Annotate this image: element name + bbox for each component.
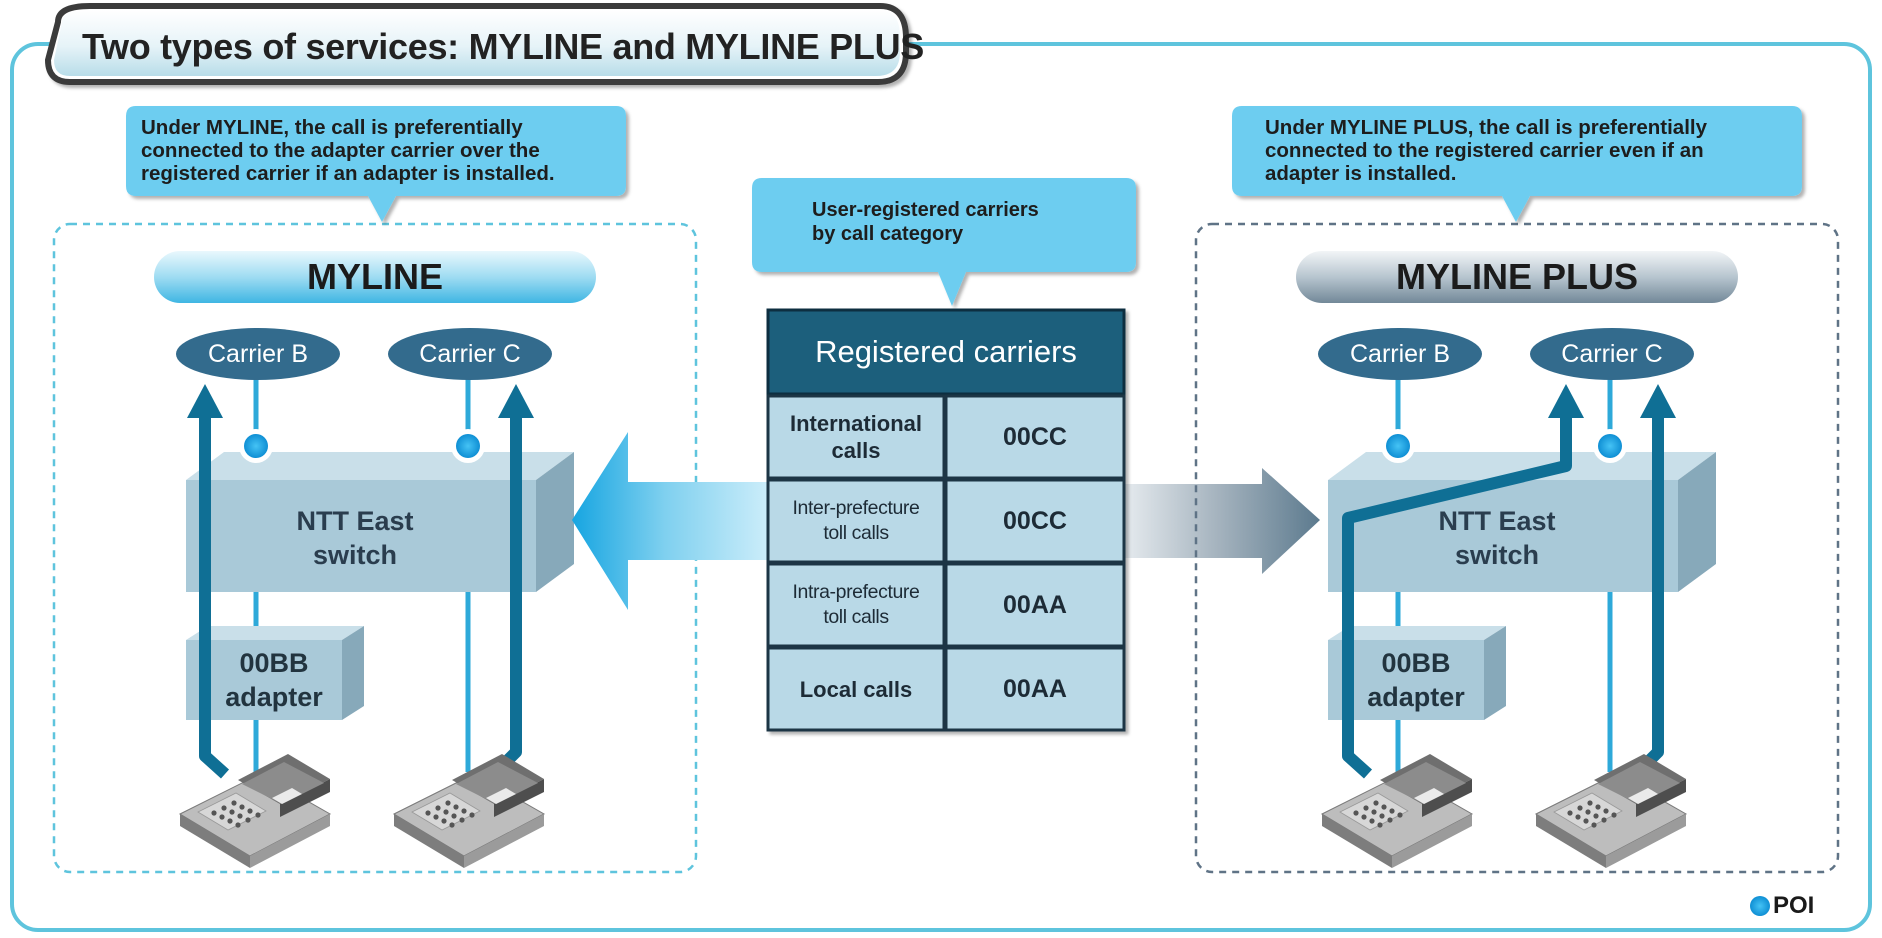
- left-switch-box: [186, 452, 574, 592]
- right-poi-c: [1598, 434, 1622, 458]
- title-tab-fill: [54, 10, 900, 76]
- myline-plus-panel: [1194, 222, 1840, 874]
- center-callout-line: by call category: [812, 223, 964, 245]
- table-title: Registered carriers: [815, 334, 1077, 369]
- table-cell-category: Intra-prefecture toll calls: [770, 566, 942, 644]
- adapter-label-line: adapter: [225, 682, 323, 712]
- myline-callout: [126, 106, 626, 222]
- table-cell-carrier: 00CC: [1003, 422, 1067, 451]
- myline-callout-line: Under MYLINE, the call is preferentially: [141, 116, 523, 139]
- myline-plus-pill: [1296, 251, 1738, 303]
- right-carrier-c-oval: [1530, 328, 1694, 380]
- right-carrier-b-label: Carrier B: [1349, 340, 1450, 368]
- myline-callout-text: Under MYLINE, the call is preferentially…: [141, 116, 621, 185]
- myline-plus-pill-label: MYLINE PLUS: [1395, 256, 1638, 297]
- category-line: toll calls: [823, 522, 889, 544]
- table-cell-carrier: 00CC: [1003, 506, 1067, 535]
- registered-carriers-table: [766, 308, 1126, 732]
- right-switch-label: NTT East switch: [1372, 504, 1622, 572]
- poi-legend-label: POI: [1773, 892, 1815, 919]
- myline-pill: [154, 251, 596, 303]
- switch-label-line: NTT East: [296, 506, 414, 536]
- left-poi-c: [456, 434, 480, 458]
- right-carrier-b-oval: [1318, 328, 1482, 380]
- category-line: calls: [831, 438, 881, 463]
- left-poi-b: [244, 434, 268, 458]
- right-poi-b: [1386, 434, 1410, 458]
- right-adapter-label: 00BB adapter: [1354, 646, 1478, 714]
- adapter-label-line: adapter: [1367, 682, 1465, 712]
- right-carrier-c-label: Carrier C: [1561, 340, 1663, 368]
- table-cell-category: Inter-prefecture toll calls: [770, 482, 942, 560]
- left-adapter-label: 00BB adapter: [212, 646, 336, 714]
- switch-label-line: switch: [312, 540, 398, 570]
- category-line: Local calls: [799, 676, 913, 702]
- table-cell-carrier: 00AA: [1003, 590, 1067, 619]
- adapter-label-line: 00BB: [239, 648, 309, 678]
- left-carrier-c-label: Carrier C: [419, 340, 521, 368]
- myline-callout-line: registered carrier if an adapter is inst…: [141, 162, 555, 185]
- switch-label-line: NTT East: [1438, 506, 1556, 536]
- center-callout-text: User-registered carriers by call categor…: [812, 198, 1132, 246]
- myline-plus-callout-line: connected to the registered carrier even…: [1265, 139, 1704, 162]
- myline-callout-line: connected to the adapter carrier over th…: [141, 139, 540, 162]
- adapter-label-line: 00BB: [1381, 648, 1451, 678]
- center-callout-line: User-registered carriers: [812, 199, 1039, 221]
- category-line: Inter-prefecture: [792, 497, 920, 519]
- poi-legend-dot: [1750, 896, 1770, 916]
- left-carrier-c-oval: [388, 328, 552, 380]
- arrow-to-myline-plus: [1112, 468, 1320, 574]
- myline-plus-callout-line: adapter is installed.: [1265, 162, 1457, 185]
- table-cell-category: Local calls: [770, 650, 942, 728]
- left-switch-label: NTT East switch: [230, 504, 480, 572]
- switch-label-line: switch: [1454, 540, 1540, 570]
- myline-plus-callout-line: Under MYLINE PLUS, the call is preferent…: [1265, 116, 1708, 139]
- left-carrier-b-oval: [176, 328, 340, 380]
- page-title: Two types of services: MYLINE and MYLINE…: [82, 26, 924, 67]
- left-adapter-box: [186, 626, 364, 720]
- category-line: International: [789, 411, 922, 436]
- table-cell-carrier: 00AA: [1003, 674, 1067, 703]
- myline-plus-callout: [1232, 106, 1802, 222]
- center-callout: [752, 178, 1136, 306]
- category-line: toll calls: [823, 606, 889, 628]
- arrow-to-myline: [572, 432, 778, 610]
- myline-pill-label: MYLINE: [306, 256, 443, 297]
- left-carrier-b-label: Carrier B: [207, 340, 308, 368]
- myline-plus-callout-text: Under MYLINE PLUS, the call is preferent…: [1265, 116, 1795, 185]
- category-line: Intra-prefecture: [792, 581, 920, 603]
